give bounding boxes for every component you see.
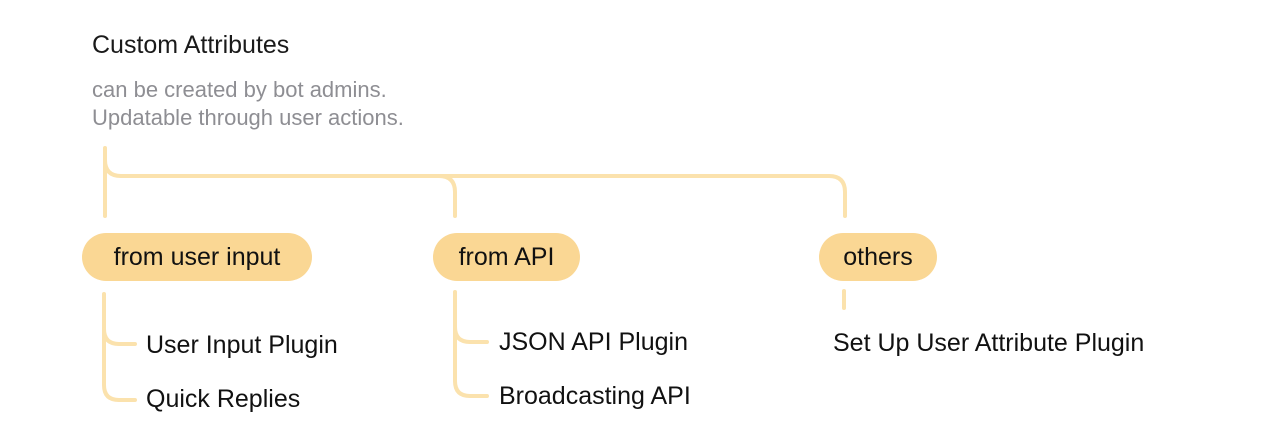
user-input-bracket-line (102, 292, 137, 402)
api-bracket-line (453, 290, 489, 398)
branch-node-from-user-input: from user input (82, 233, 312, 281)
api-branch-stub (453, 325, 489, 344)
leaf-user-input-plugin: User Input Plugin (146, 331, 338, 359)
leaf-quick-replies: Quick Replies (146, 385, 301, 413)
main-horizontal-line (103, 158, 847, 218)
root-subtitle: can be created by bot admins. Updatable … (92, 76, 404, 132)
user-input-branch-stub (102, 327, 137, 346)
branch-node-others: others (819, 233, 937, 281)
from-api-drop-line (437, 174, 457, 218)
root-subtitle-line-1: can be created by bot admins. (92, 77, 387, 102)
leaf-broadcasting-api: Broadcasting API (499, 382, 691, 410)
root-title: Custom Attributes (92, 31, 290, 59)
leaf-json-api-plugin: JSON API Plugin (499, 328, 688, 356)
branch-node-from-api: from API (433, 233, 580, 281)
leaf-set-up-user-attribute-plugin: Set Up User Attribute Plugin (833, 329, 1145, 357)
root-subtitle-line-2: Updatable through user actions. (92, 105, 404, 130)
